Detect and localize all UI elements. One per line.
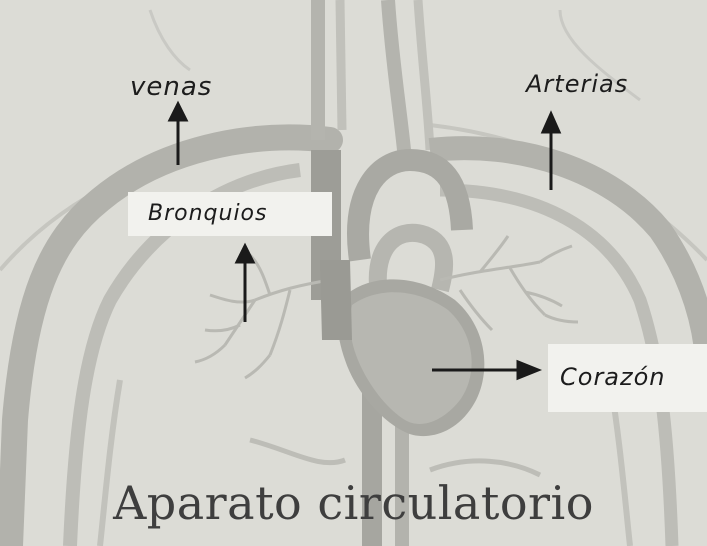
diagram-title: Aparato circulatorio	[0, 476, 707, 530]
venas-label: venas	[130, 72, 212, 102]
arterias-label: Arterias	[526, 70, 628, 98]
bronquios-label: Bronquios	[128, 192, 332, 236]
corazon-label: Corazón	[548, 344, 707, 412]
left-carotid-artery	[340, 0, 342, 130]
